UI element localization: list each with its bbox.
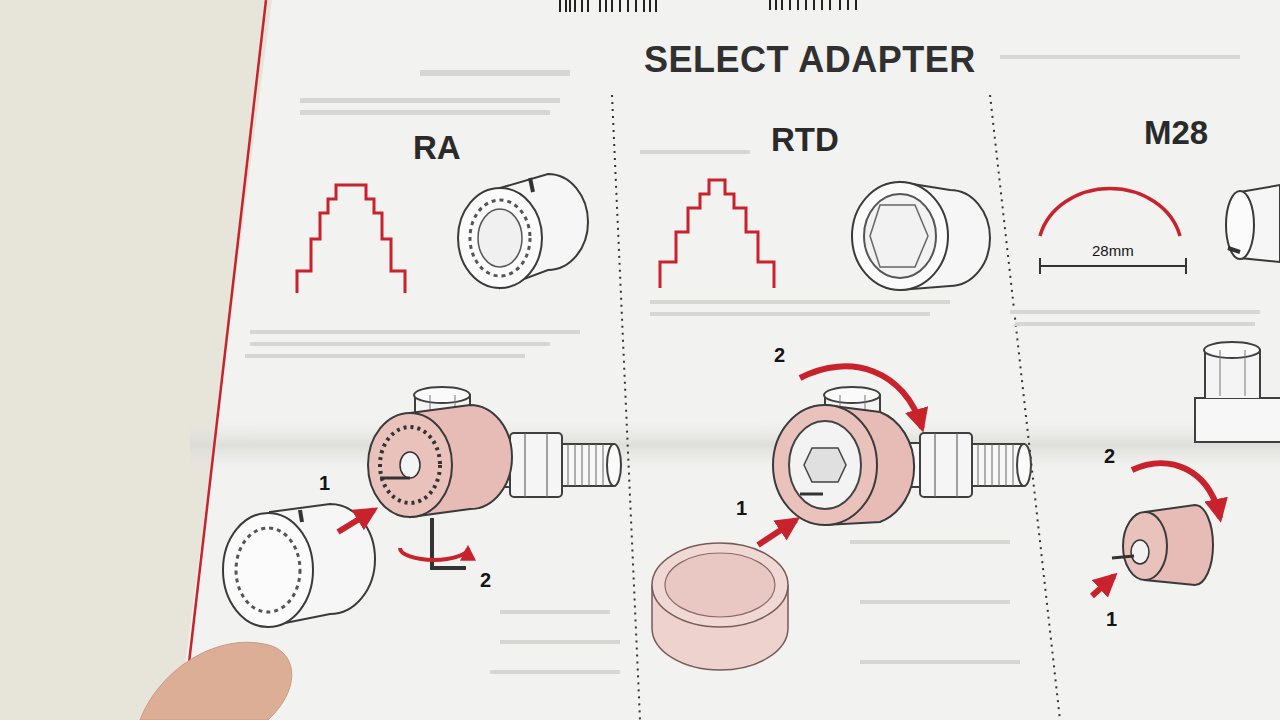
- callout-number: 1: [736, 497, 747, 520]
- callout-number: 1: [1106, 608, 1117, 631]
- ra-profile: [297, 185, 405, 293]
- adapter-column: RTD: [765, 119, 845, 161]
- title-block: SELECT ADAPTER: [644, 39, 976, 80]
- callout-number: 1: [319, 472, 330, 495]
- m28-profile: [1040, 189, 1180, 236]
- callout-number: 2: [480, 569, 491, 592]
- rtd-profile: [660, 180, 774, 288]
- rtd-adapter-loose: [652, 543, 788, 670]
- faint-print: [245, 55, 1260, 674]
- paper-sheet: [178, 0, 1280, 720]
- hex-key: [400, 518, 468, 568]
- push-arrow: [338, 510, 374, 532]
- column-heading: RTD: [771, 121, 839, 159]
- valve-body: [1195, 342, 1280, 452]
- finger: [140, 642, 292, 720]
- m28-adapter-mounted: [1112, 505, 1213, 585]
- callout-number: 1: [1106, 608, 1117, 631]
- turn-arrow: [800, 366, 922, 428]
- column-heading: RA: [413, 129, 461, 167]
- turn-arrow: [1132, 463, 1220, 518]
- column-heading: M28: [1144, 114, 1208, 152]
- adapter-column: RA: [407, 127, 467, 169]
- push-arrow: [1092, 576, 1114, 596]
- ra-adapter: [458, 174, 588, 288]
- paper-fold: [190, 420, 1280, 470]
- title: SELECT ADAPTER: [644, 39, 976, 80]
- callout-number: 2: [1104, 445, 1115, 468]
- callout-number: 2: [774, 344, 785, 367]
- callout-number: 2: [774, 344, 785, 367]
- callout-number: 1: [319, 472, 330, 495]
- rtd-adapter-mounted: [773, 405, 914, 525]
- push-arrow: [758, 520, 796, 545]
- dimension-label: 28mm: [1092, 242, 1134, 259]
- column-divider: [612, 95, 640, 720]
- barcode-strip: [560, 0, 856, 12]
- callout-number: 1: [736, 497, 747, 520]
- callout-number: 2: [1104, 445, 1115, 468]
- m28-adapter: [1226, 185, 1280, 262]
- dimension-line: [1040, 258, 1186, 274]
- rtd-adapter: [852, 182, 990, 290]
- ra-adapter-mounted: [368, 405, 512, 517]
- adapter-column: M28: [1138, 112, 1214, 154]
- callout-number: 2: [480, 569, 491, 592]
- column-divider: [990, 95, 1060, 720]
- dimension-label: 28mm: [1092, 242, 1134, 260]
- ra-adapter-loose: [223, 504, 375, 627]
